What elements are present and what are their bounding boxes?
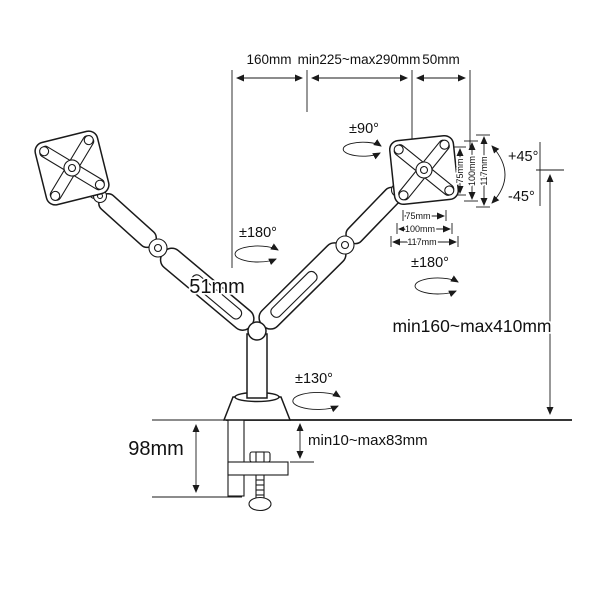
dim-160-label: 160mm — [246, 52, 291, 67]
vesa-horizontal-dims — [390, 210, 459, 247]
base-swivel-arrow — [292, 390, 341, 413]
vesa-v-117-label: 117mm — [479, 156, 489, 185]
vesa-h-100-label: 100mm — [405, 224, 435, 234]
height-range-label: min160~max410mm — [392, 316, 551, 336]
lower-arm-swivel-label: ±180° — [411, 255, 449, 271]
dim-50-label: 50mm — [422, 52, 460, 67]
arm-width-label: 51mm — [189, 276, 245, 298]
vesa-v-75-label: 75mm — [455, 158, 465, 183]
height-dimension-group — [536, 169, 564, 415]
monitor-rotation-arrow — [342, 139, 382, 160]
left-elbow-joint — [148, 238, 168, 258]
upper-arm-swivel-label: ±180° — [239, 225, 277, 241]
upper-arm-swivel-arrow — [234, 243, 279, 265]
tilt-angle-group — [491, 142, 541, 206]
pole-joint — [247, 321, 267, 341]
desk-thickness-dimension — [290, 423, 314, 463]
tilt-up-label: +45° — [508, 149, 538, 165]
tilt-down-label: -45° — [508, 189, 535, 205]
center-pole — [246, 333, 268, 399]
vesa-h-117-label: 117mm — [407, 237, 436, 247]
base-swivel-label: ±130° — [295, 371, 333, 387]
dim-225-290-label: min225~max290mm — [298, 52, 421, 67]
vesa-h-75-label: 75mm — [405, 211, 430, 221]
clamp-height-label: 98mm — [128, 438, 184, 460]
vesa-v-100-label: 100mm — [467, 156, 477, 186]
desk-thickness-label: min10~max83mm — [308, 432, 428, 449]
lower-arm-swivel-arrow — [414, 275, 459, 297]
right-lower-arm — [258, 242, 347, 330]
desk-clamp — [227, 419, 289, 512]
right-elbow-joint — [335, 235, 355, 255]
top-dimension-group — [231, 70, 471, 268]
clamp-height-dimension — [152, 419, 242, 498]
monitor-rotation-label: ±90° — [349, 121, 379, 137]
right-vesa-plate — [388, 134, 460, 206]
